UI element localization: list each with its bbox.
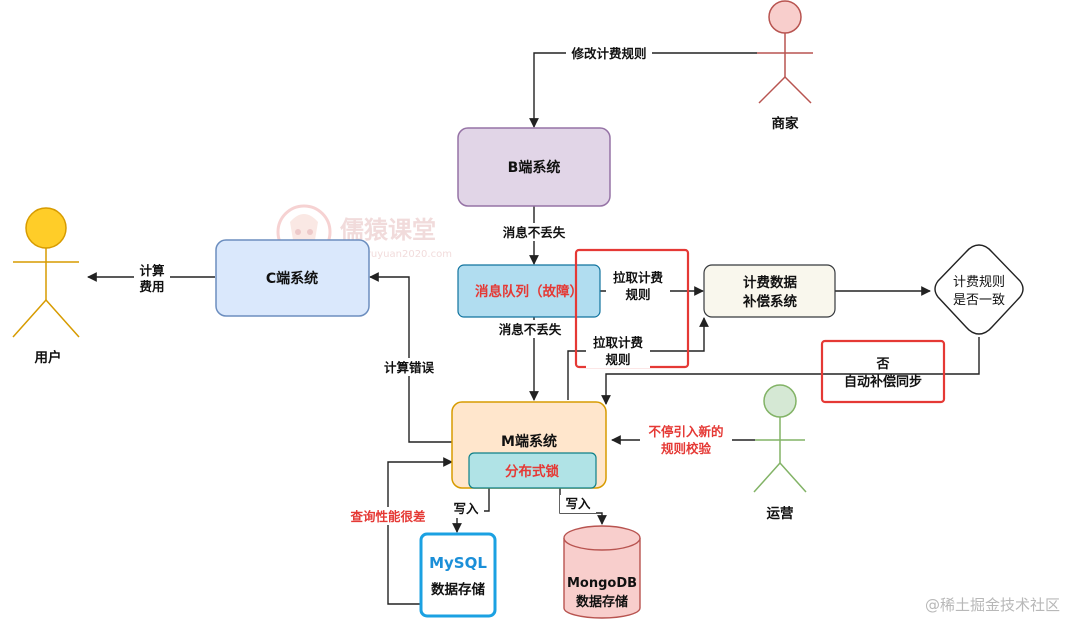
decision-label-2: 是否一致 xyxy=(953,293,1005,308)
label-write-2: 写入 xyxy=(565,496,591,511)
highlight-auto-sync-box xyxy=(820,339,946,404)
b-system-node[interactable]: B端系统 xyxy=(457,127,611,207)
mysql-node[interactable]: MySQL 数据存储 xyxy=(419,532,497,618)
dist-lock-node[interactable]: 分布式锁 xyxy=(468,452,597,489)
label-pull-rule-bottom-1: 拉取计费 xyxy=(593,335,644,350)
label-auto-sync: 自动补偿同步 xyxy=(844,374,922,390)
mq-node[interactable]: 消息队列（故障） xyxy=(457,264,601,318)
label-calc-fee-2: 费用 xyxy=(139,279,164,294)
c-system-label: C端系统 xyxy=(266,270,318,287)
compensate-node[interactable]: 计费数据 补偿系统 xyxy=(703,264,836,318)
b-system-label: B端系统 xyxy=(508,159,561,176)
label-write-1: 写入 xyxy=(453,501,479,516)
label-no-loss-1: 消息不丢失 xyxy=(503,225,566,240)
edge-labels: 修改计费规则 消息不丢失 消息不丢失 拉取计费 规则 拉取计费 规则 计算 费用… xyxy=(134,44,922,525)
label-new-rules-1: 不停引入新的 xyxy=(648,424,723,439)
label-calc-fee-1: 计算 xyxy=(139,263,165,278)
label-query-perf: 查询性能很差 xyxy=(349,509,425,524)
label-no: 否 xyxy=(875,357,889,372)
merchant-label: 商家 xyxy=(772,115,800,132)
mysql-title: MySQL xyxy=(429,554,487,572)
c-system-node[interactable]: C端系统 xyxy=(215,239,370,317)
mysql-sub: 数据存储 xyxy=(431,581,485,598)
edge-decision-to-m xyxy=(601,337,980,405)
label-pull-rule-top-1: 拉取计费 xyxy=(613,270,664,285)
label-calc-error: 计算错误 xyxy=(384,360,435,375)
label-new-rules-2: 规则校验 xyxy=(661,441,712,456)
mongodb-sub: 数据存储 xyxy=(576,594,628,610)
label-modify-rule: 修改计费规则 xyxy=(570,46,646,61)
watermark-url: www.ruyuan2020.com xyxy=(340,249,452,260)
label-pull-rule-top-2: 规则 xyxy=(625,287,650,302)
dist-lock-label: 分布式锁 xyxy=(505,463,559,480)
edge-merchant-to-b xyxy=(529,52,757,128)
decision-node[interactable]: 计费规则 是否一致 xyxy=(934,244,1024,335)
compensate-label-1: 计费数据 xyxy=(743,274,797,291)
user-label: 用户 xyxy=(35,349,62,366)
mq-label: 消息队列（故障） xyxy=(475,283,583,300)
label-no-loss-2: 消息不丢失 xyxy=(499,322,562,337)
edge-mysql-to-m xyxy=(387,457,453,605)
merchant-actor[interactable] xyxy=(757,0,813,104)
user-actor[interactable] xyxy=(12,207,80,338)
mongodb-title: MongoDB xyxy=(567,576,637,591)
decision-label-1: 计费规则 xyxy=(953,275,1005,290)
mongodb-node[interactable]: MongoDB 数据存储 xyxy=(563,525,641,619)
m-system-label: M端系统 xyxy=(501,433,557,450)
operator-actor[interactable] xyxy=(753,384,807,493)
compensate-label-2: 补偿系统 xyxy=(742,293,797,310)
operator-label: 运营 xyxy=(767,505,794,522)
footer-watermark: @稀土掘金技术社区 xyxy=(925,596,1060,614)
label-pull-rule-bottom-2: 规则 xyxy=(605,352,630,367)
